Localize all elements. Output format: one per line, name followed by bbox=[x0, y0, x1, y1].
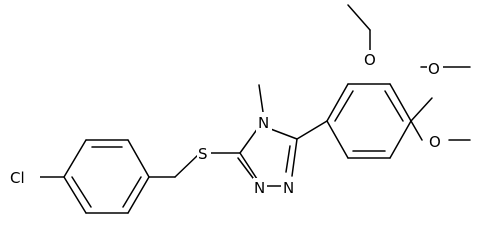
bond bbox=[63, 139, 87, 178]
nitrogen-atom-1: N bbox=[283, 179, 294, 197]
bond bbox=[389, 83, 412, 122]
sulfur-atom: S bbox=[198, 145, 208, 163]
structure-canvas: Cl S N N N O O O bbox=[8, 4, 471, 214]
molecule-drawing: Cl S N N N O O O bbox=[8, 4, 471, 214]
chlorine-atom: Cl bbox=[10, 169, 25, 187]
bond bbox=[127, 176, 150, 214]
nitrogen-atom-2: N bbox=[254, 179, 265, 197]
bond bbox=[239, 152, 260, 183]
bond bbox=[384, 90, 404, 122]
bond bbox=[296, 120, 328, 140]
bond bbox=[326, 83, 349, 122]
bond bbox=[63, 176, 87, 214]
bond bbox=[267, 127, 298, 140]
bond bbox=[127, 139, 150, 178]
bond bbox=[291, 138, 298, 177]
bond bbox=[174, 154, 199, 178]
bond bbox=[239, 127, 259, 154]
bond bbox=[237, 157, 254, 179]
bond bbox=[285, 145, 291, 173]
bonds bbox=[39, 4, 471, 214]
oxygen-atom-bottom: O bbox=[429, 133, 441, 151]
bond bbox=[122, 176, 142, 208]
oxygen-atom-right: O bbox=[428, 60, 440, 78]
oxygen-atom-top: O bbox=[364, 51, 376, 69]
nitrogen-atom-4: N bbox=[258, 114, 269, 132]
bond bbox=[258, 84, 264, 113]
atom-labels: Cl S N N N O O O bbox=[8, 50, 444, 198]
bond bbox=[334, 90, 354, 122]
bond bbox=[326, 120, 349, 159]
bond bbox=[410, 120, 423, 141]
bond bbox=[389, 120, 412, 159]
bond bbox=[410, 97, 433, 122]
bond bbox=[71, 176, 92, 208]
bond bbox=[347, 4, 371, 31]
